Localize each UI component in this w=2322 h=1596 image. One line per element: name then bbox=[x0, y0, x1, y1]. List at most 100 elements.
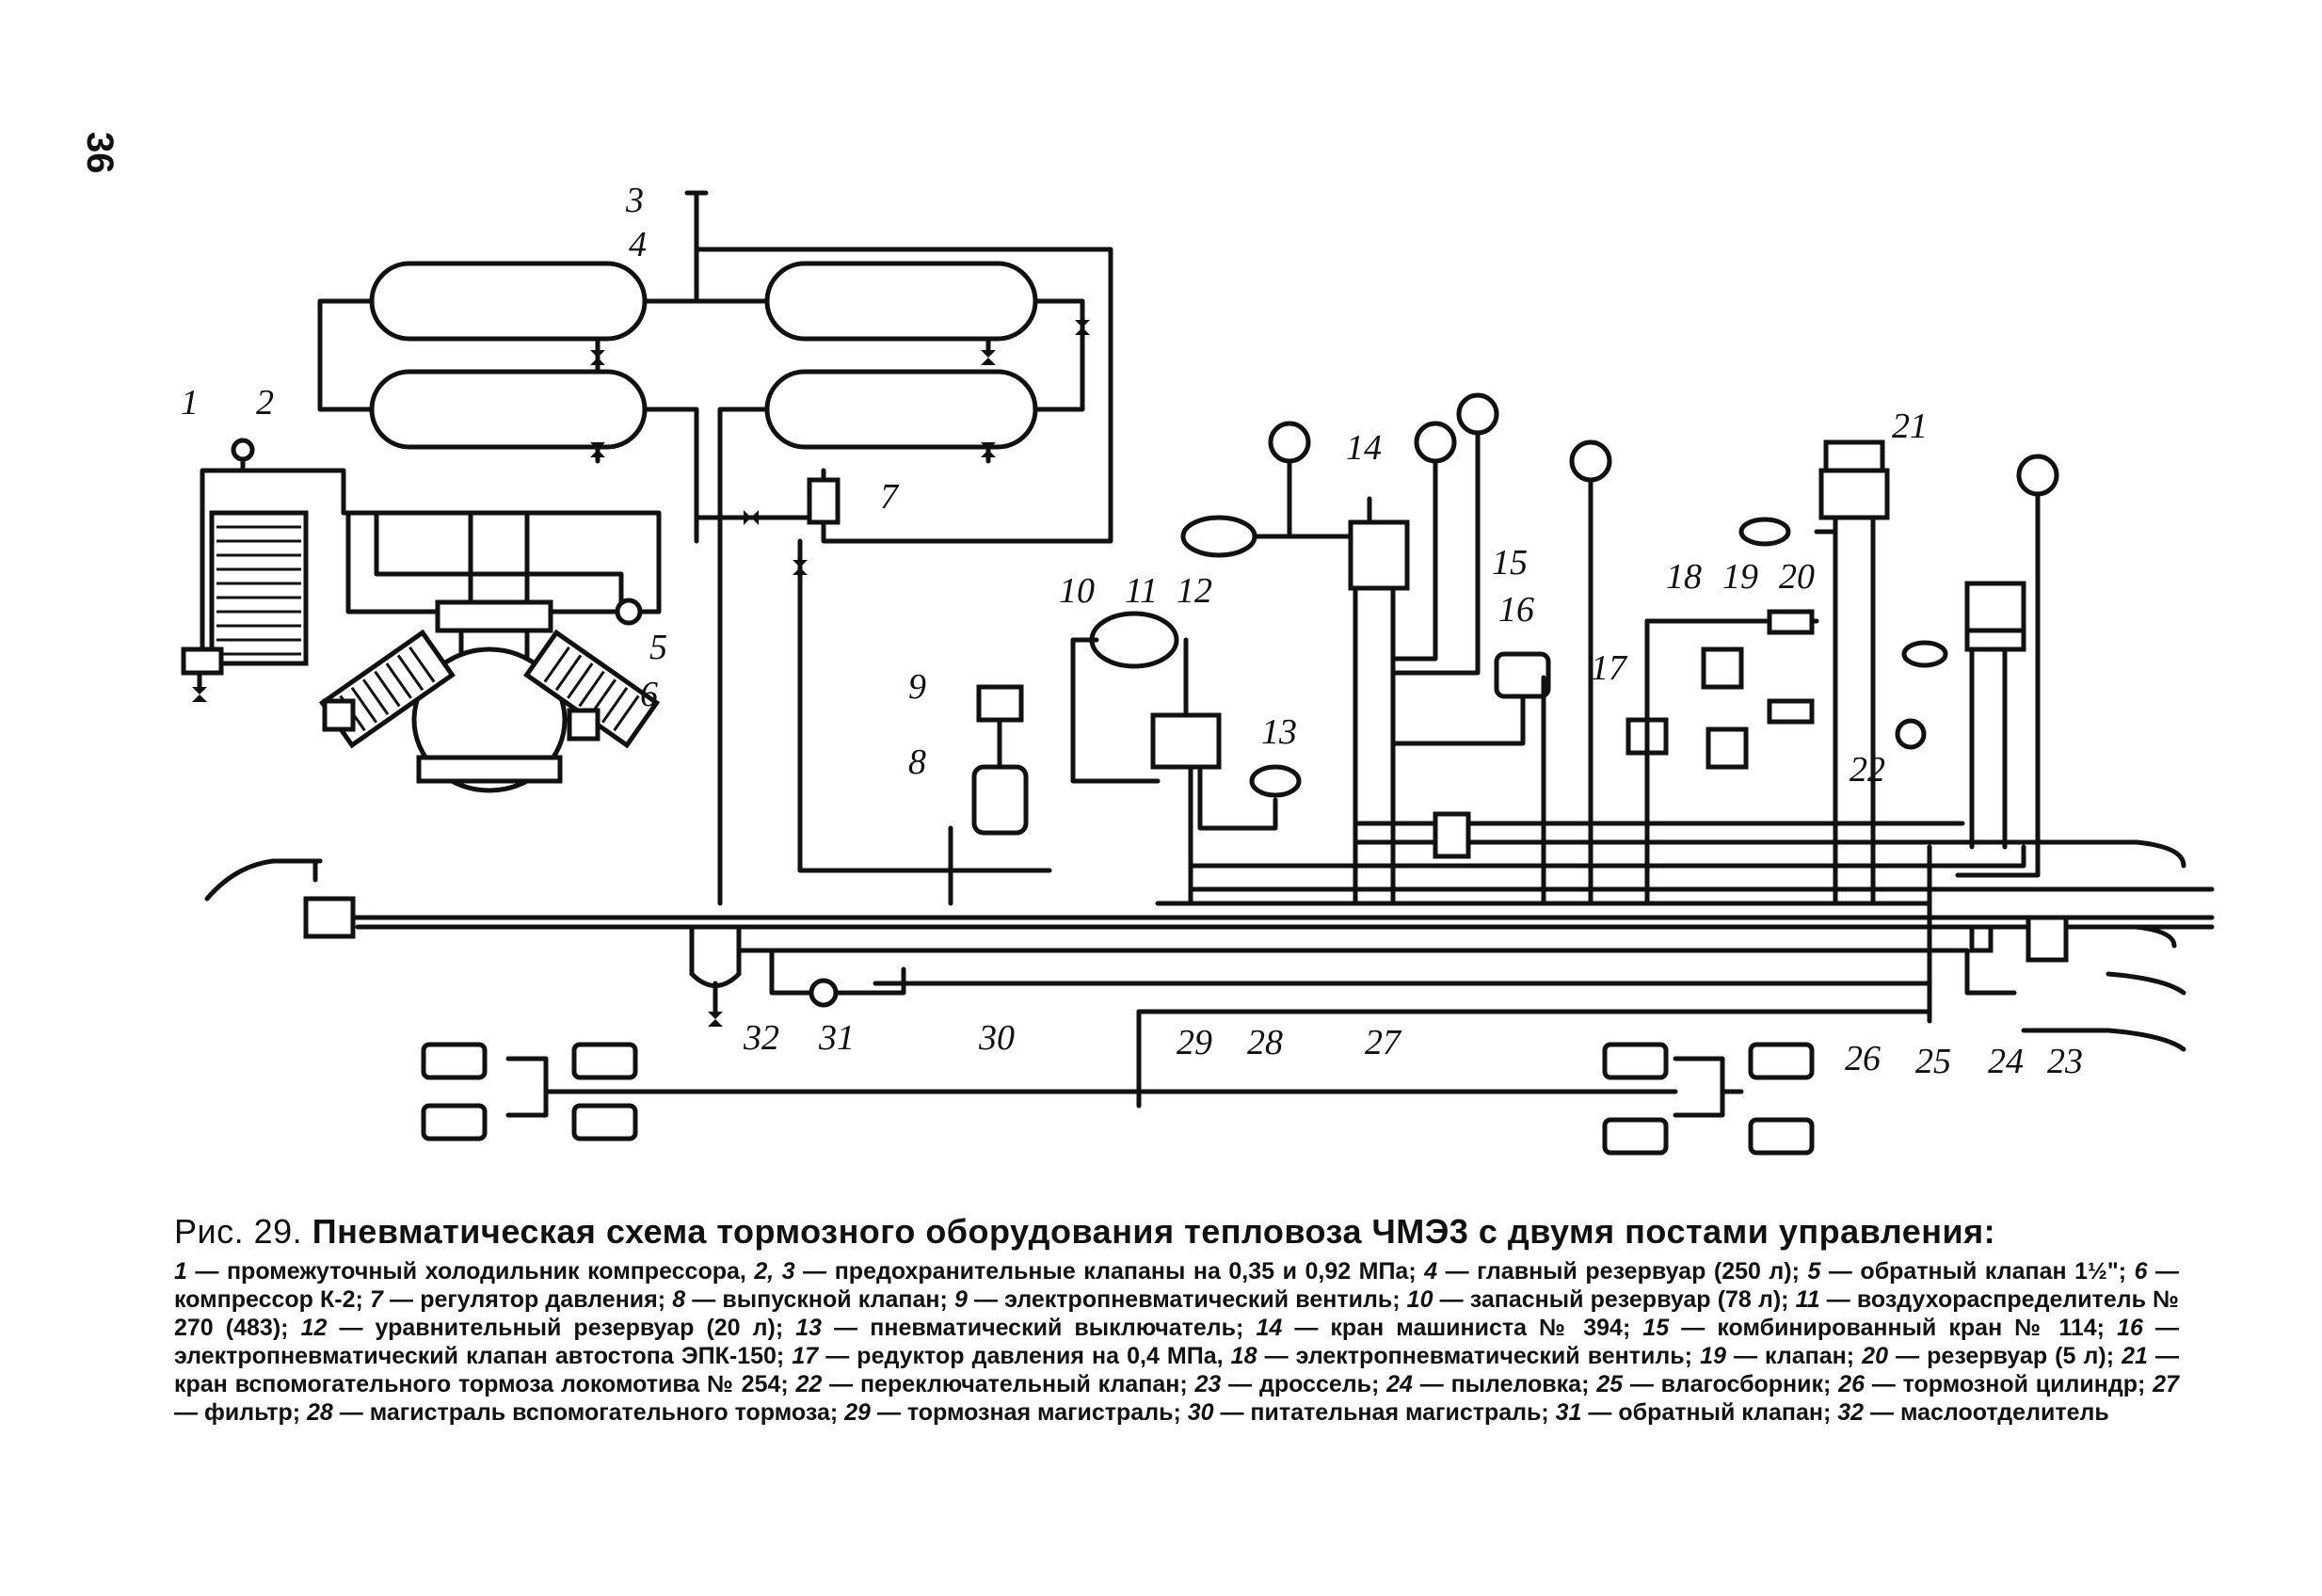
callout-25: 25 bbox=[1915, 1042, 1951, 1081]
legend-entry-text: — электропневматический вентиль; bbox=[1257, 1343, 1701, 1369]
callout-29: 29 bbox=[1177, 1023, 1212, 1062]
intercooler-1 bbox=[181, 468, 346, 690]
callout-24: 24 bbox=[1988, 1042, 2024, 1081]
callout-5: 5 bbox=[649, 628, 667, 667]
legend-entry-text: — обратный клапан 1½"; bbox=[1820, 1258, 2135, 1285]
legend-entry-text: — тормозная магистраль; bbox=[870, 1399, 1188, 1426]
callout-16: 16 bbox=[1498, 590, 1534, 630]
brake-cylinder bbox=[571, 1042, 638, 1080]
legend-entry: 10 — запасный резервуар (78 л); bbox=[1407, 1286, 1796, 1313]
legend-entry: 19 — клапан; bbox=[1700, 1343, 1862, 1369]
legend-entry-text: — предохранительные клапаны на 0,35 и 0,… bbox=[794, 1258, 1425, 1285]
brake-cylinder bbox=[571, 1103, 638, 1141]
valve-10-11-13 bbox=[1070, 611, 1302, 906]
legend-entry: 24 — пылеловка; bbox=[1386, 1371, 1596, 1397]
callout-32: 32 bbox=[743, 1018, 779, 1058]
legend-entry: 8 — выпускной клапан; bbox=[672, 1286, 954, 1313]
caption-legend: 1 — промежуточный холодильник компрессор… bbox=[174, 1257, 2179, 1427]
driver-valve-14 bbox=[1180, 421, 1410, 906]
legend-entry-number: 21 bbox=[2122, 1343, 2148, 1369]
legend-entry: 6 — компрессор К-2; bbox=[174, 1258, 2179, 1313]
legend-entry: 9 — электропневматический вентиль; bbox=[954, 1286, 1407, 1313]
legend-entry: 15 — комбинированный кран № 114; bbox=[1642, 1315, 2117, 1341]
callout-11: 11 bbox=[1125, 571, 1158, 611]
legend-entry: 23 — дроссель; bbox=[1195, 1371, 1387, 1397]
callout-labels: 1 2 3 4 5 6 7 8 9 10 11 12 13 14 15 16 1… bbox=[181, 181, 2083, 1081]
callout-18: 18 bbox=[1666, 557, 1702, 597]
legend-entry-text: — питательная магистраль; bbox=[1213, 1399, 1556, 1426]
legend-entry-number: 28 bbox=[307, 1399, 333, 1426]
legend-entry-text: — редуктор давления на 0,4 МПа, bbox=[818, 1343, 1231, 1369]
legend-entry: 31 — обратный клапан; bbox=[1556, 1399, 1838, 1426]
legend-entry-number: 4 bbox=[1424, 1258, 1438, 1285]
legend-entry-number: 31 bbox=[1555, 1399, 1582, 1426]
brake-cylinder bbox=[1748, 1042, 1815, 1080]
legend-entry-number: 24 bbox=[1386, 1371, 1413, 1397]
legend-entry-text: — клапан; bbox=[1725, 1343, 1863, 1369]
legend-entry: 18 — электропневматический вентиль; bbox=[1231, 1343, 1700, 1369]
brake-cylinder bbox=[421, 1103, 488, 1141]
legend-entry: 29 — тормозная магистраль; bbox=[844, 1399, 1188, 1426]
legend-entry-number: 23 bbox=[1194, 1371, 1222, 1397]
callout-9: 9 bbox=[908, 667, 926, 707]
legend-entry-text: — электропневматический вентиль; bbox=[967, 1286, 1407, 1313]
reservoir-pipes bbox=[317, 228, 1113, 906]
legend-entry-number: 14 bbox=[1256, 1315, 1283, 1341]
pneumatic-scheme-diagram: 1 2 3 4 5 6 7 8 9 10 11 12 13 14 15 16 1… bbox=[181, 181, 2215, 1156]
callout-3: 3 bbox=[625, 181, 644, 220]
legend-entry-text: — дроссель; bbox=[1221, 1371, 1387, 1397]
legend-entry: 1 — промежуточный холодильник компрессор… bbox=[174, 1258, 754, 1285]
legend-entry: 27 — фильтр; bbox=[174, 1371, 2179, 1426]
callout-14: 14 bbox=[1346, 428, 1382, 468]
legend-entry-text: — фильтр; bbox=[174, 1399, 308, 1426]
callout-12: 12 bbox=[1177, 571, 1212, 611]
legend-entry-text: — переключательный клапан; bbox=[822, 1371, 1195, 1397]
right-control-post bbox=[1895, 581, 2026, 850]
callout-6: 6 bbox=[640, 675, 658, 714]
legend-entry-number: 2, 3 bbox=[754, 1258, 795, 1285]
legend-entry-text: — воздухораспределитель № 270 (483); bbox=[174, 1286, 2180, 1341]
callout-20: 20 bbox=[1779, 557, 1815, 597]
legend-entry-text: — маслоотделитель bbox=[1864, 1399, 2109, 1426]
legend-entry-number: 7 bbox=[370, 1286, 383, 1313]
legend-entry: 28 — магистраль вспомогательного тормоза… bbox=[307, 1399, 844, 1426]
brake-cylinder bbox=[1748, 1117, 1815, 1156]
caption-title-text: Пневматическая схема тормозного оборудов… bbox=[312, 1212, 1996, 1251]
legend-entry-number: 6 bbox=[2134, 1258, 2148, 1285]
legend-entry-text: — обратный клапан; bbox=[1581, 1399, 1838, 1426]
legend-entry-text: — главный резервуар (250 л); bbox=[1437, 1258, 1808, 1285]
legend-entry-number: 18 bbox=[1230, 1343, 1257, 1369]
legend-entry-number: 11 bbox=[1795, 1286, 1820, 1313]
legend-entry-text: — влагосборник; bbox=[1623, 1371, 1839, 1397]
pressure-regulator-7 bbox=[694, 468, 841, 525]
callout-23: 23 bbox=[2047, 1042, 2083, 1081]
legend-entry-number: 26 bbox=[1838, 1371, 1865, 1397]
legend-entry-text: — тормозной цилиндр; bbox=[1864, 1371, 2154, 1397]
legend-entry-number: 30 bbox=[1187, 1399, 1214, 1426]
legend-entry: 2, 3 — предохранительные клапаны на 0,35… bbox=[754, 1258, 1424, 1285]
callout-2: 2 bbox=[256, 383, 274, 423]
legend-entry: 25 — влагосборник; bbox=[1596, 1371, 1838, 1397]
legend-entry-number: 27 bbox=[2153, 1371, 2179, 1397]
auxiliary-brake-valve-21 bbox=[1814, 439, 1890, 906]
callout-21: 21 bbox=[1892, 407, 1928, 446]
legend-entry-text: — пылеловка; bbox=[1412, 1371, 1597, 1397]
callout-31: 31 bbox=[818, 1018, 855, 1058]
legend-entry-number: 19 bbox=[1700, 1343, 1726, 1369]
reducer-17 bbox=[1625, 618, 1669, 906]
callout-15: 15 bbox=[1492, 543, 1528, 583]
callout-19: 19 bbox=[1722, 557, 1758, 597]
legend-entry: 14 — кран машиниста № 394; bbox=[1256, 1315, 1642, 1341]
compressor-6 bbox=[318, 510, 662, 793]
legend-entry: 11 — воздухораспределитель № 270 (483); bbox=[174, 1286, 2179, 1341]
legend-entry-text: — электропневматический клапан автостопа… bbox=[174, 1315, 2179, 1369]
legend-entry: 17 — редуктор давления на 0,4 МПа, bbox=[792, 1343, 1230, 1369]
legend-entry: 20 — резервуар (5 л); bbox=[1862, 1343, 2122, 1369]
callout-1: 1 bbox=[181, 383, 199, 423]
callout-22: 22 bbox=[1850, 750, 1885, 790]
legend-entry-text: — резервуар (5 л); bbox=[1887, 1343, 2122, 1369]
legend-entry-number: 17 bbox=[792, 1343, 819, 1369]
legend-entry: 32 — маслоотделитель bbox=[1837, 1399, 2108, 1426]
callout-27: 27 bbox=[1365, 1023, 1402, 1062]
legend-entry-text: — выпускной клапан; bbox=[685, 1286, 954, 1313]
